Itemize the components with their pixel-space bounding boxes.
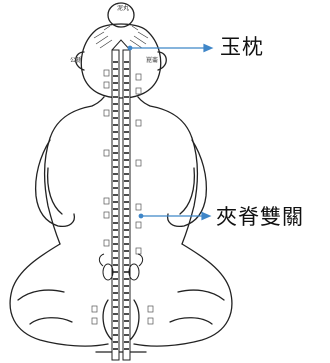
side-glyph-mark (104, 150, 109, 156)
label-yuzhen: 玉枕 (220, 37, 264, 58)
hair-texture (94, 26, 148, 48)
side-glyph-mark (136, 88, 141, 94)
arm-left-inner (48, 168, 62, 214)
foot-left (30, 318, 72, 324)
spinal-channel (112, 40, 130, 360)
side-glyph-mark (136, 74, 141, 80)
body-outline (10, 3, 232, 352)
left-side-text: 公孫 (70, 56, 82, 64)
side-glyph-mark (136, 222, 141, 228)
back-right (138, 97, 198, 244)
right-side-text: 崑崙 (146, 56, 158, 64)
buttock-left (103, 300, 112, 340)
leg-right-fold (178, 290, 224, 300)
side-glyph-mark (136, 248, 141, 254)
side-glyph-mark (148, 318, 153, 324)
leader-arrows (128, 45, 212, 220)
side-glyph-mark (92, 306, 97, 312)
side-glyph-mark (136, 120, 141, 126)
arrow-head-upper (204, 45, 212, 52)
arrow-dot-lower (139, 214, 143, 218)
side-glyph-mark (104, 212, 109, 218)
buttock-right (130, 300, 139, 340)
back-left (45, 97, 105, 244)
arm-right (168, 140, 207, 226)
arrow-dot-upper (128, 46, 132, 50)
ear-right (158, 52, 166, 70)
side-glyph-mark (104, 82, 109, 88)
side-glyph-mark (104, 110, 109, 116)
side-glyph-mark (104, 240, 109, 246)
side-glyph-mark (104, 70, 109, 76)
side-glyph-mark (148, 306, 153, 312)
sacral-knots (99, 254, 142, 280)
side-glyph-mark (92, 318, 97, 324)
arm-left (36, 140, 75, 226)
arrow-head-lower (202, 213, 210, 220)
channel-top (112, 40, 130, 50)
crown-text: 泥丸 (117, 4, 129, 12)
foot-right (170, 318, 212, 324)
side-glyph-mark (136, 160, 141, 166)
arm-right-inner (180, 168, 194, 214)
leg-left-fold (18, 290, 64, 300)
label-jiaji-shuangguan: 夾脊雙關 (216, 207, 304, 228)
side-glyph-mark (104, 198, 109, 204)
side-glyph-mark (136, 204, 141, 210)
